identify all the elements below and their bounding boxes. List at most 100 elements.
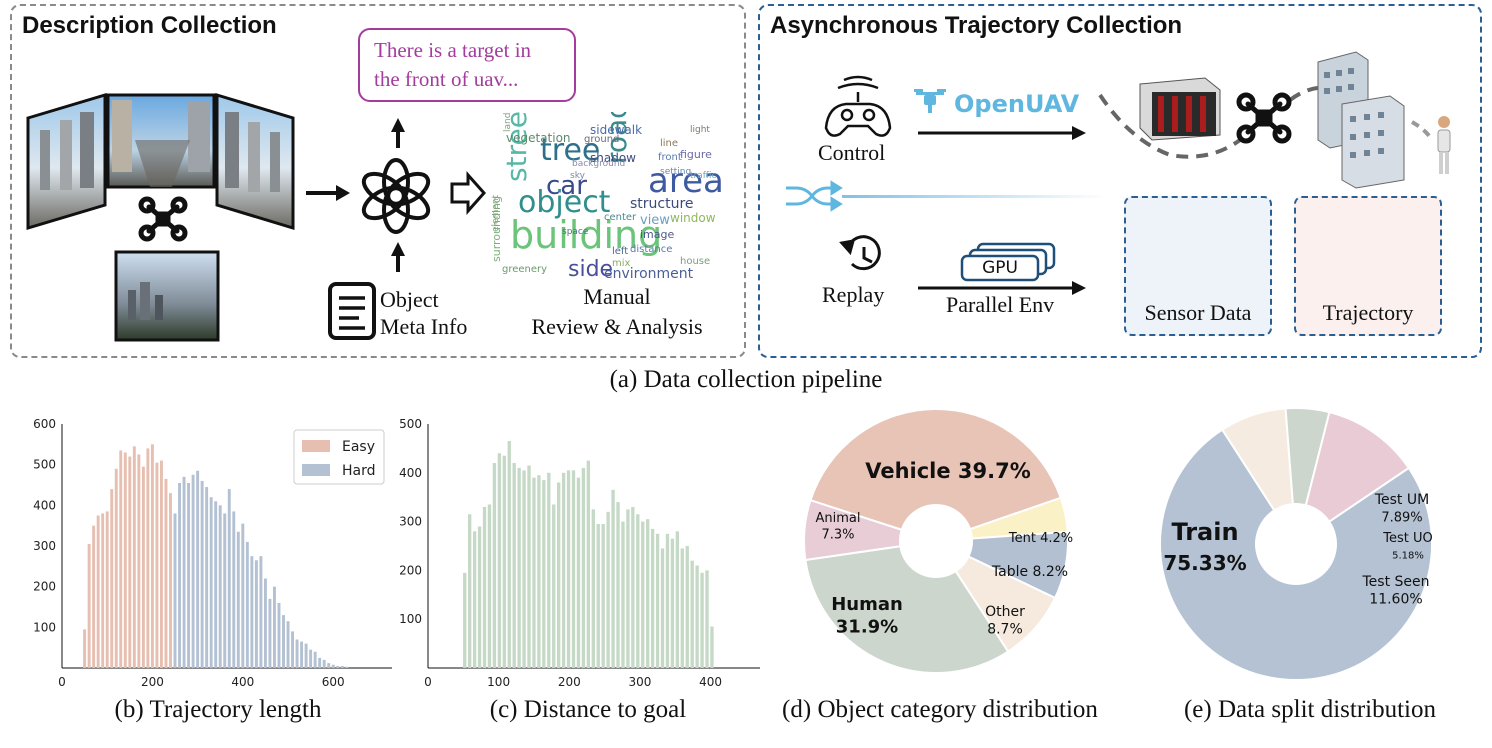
donut-label: Test UO bbox=[1382, 531, 1432, 546]
donut-slice bbox=[1159, 428, 1433, 681]
word-cloud-word: road bbox=[600, 112, 633, 164]
x-tick-label: 400 bbox=[231, 675, 254, 689]
histogram-bar bbox=[164, 478, 168, 668]
histogram-bar bbox=[685, 546, 689, 668]
donut-value-label: 11.60% bbox=[1369, 592, 1422, 608]
histogram-bar bbox=[318, 657, 322, 668]
word-cloud-word: traffic bbox=[690, 171, 716, 181]
histogram-bar bbox=[586, 460, 591, 668]
histogram-bar bbox=[336, 665, 340, 668]
replay-icon bbox=[839, 235, 881, 271]
shuffle-icon bbox=[786, 180, 843, 212]
word-cloud-word: view bbox=[640, 213, 670, 228]
histogram-bar bbox=[245, 541, 249, 668]
histogram-bar bbox=[205, 487, 209, 668]
word-cloud-word: object bbox=[518, 185, 611, 220]
histogram-bar bbox=[631, 506, 635, 668]
y-tick-label: 600 bbox=[33, 417, 56, 431]
histogram-bar bbox=[552, 504, 556, 668]
histogram-bar bbox=[611, 489, 615, 668]
histogram-bar bbox=[472, 531, 477, 668]
histogram-bar bbox=[626, 509, 630, 668]
street-view-left-image bbox=[26, 92, 107, 231]
arrow-right-icon bbox=[306, 185, 350, 201]
histogram-bar bbox=[331, 664, 335, 668]
histogram-bar bbox=[309, 649, 313, 668]
histogram-bar bbox=[468, 514, 472, 668]
speech-text-line-2: the front of uav... bbox=[374, 67, 519, 91]
word-cloud-word: image bbox=[640, 228, 674, 241]
word-cloud-word: street bbox=[500, 112, 533, 182]
caption-a: (a) Data collection pipeline bbox=[609, 366, 883, 393]
histogram-bar bbox=[482, 506, 487, 668]
word-cloud-word: surrounding bbox=[490, 196, 503, 262]
gpu-label: GPU bbox=[982, 258, 1018, 278]
donut-value-label: 8.7% bbox=[987, 622, 1023, 638]
histogram-bar bbox=[304, 643, 308, 668]
caption-d: (d) Object category distribution bbox=[782, 696, 1098, 723]
histogram-bar bbox=[690, 560, 694, 668]
x-tick-label: 200 bbox=[141, 675, 164, 689]
histogram-bar bbox=[561, 472, 566, 668]
histogram-bar bbox=[173, 513, 177, 668]
donut-label: Train bbox=[1171, 518, 1238, 546]
donut-slice bbox=[1304, 410, 1411, 524]
street-view-right-image bbox=[215, 92, 295, 231]
caption-e: (e) Data split distribution bbox=[1183, 696, 1437, 723]
histogram-bar bbox=[537, 475, 541, 668]
histogram-bar bbox=[547, 472, 551, 668]
manual-review-label: Manual Review & Analysis bbox=[531, 284, 703, 339]
histogram-bar bbox=[196, 470, 200, 668]
sensor-data-box bbox=[1124, 196, 1272, 336]
histogram-bar bbox=[497, 453, 502, 668]
x-tick-label: 0 bbox=[424, 675, 432, 689]
building-icon bbox=[1098, 51, 1434, 189]
arrow-up-icon bbox=[391, 118, 405, 148]
word-cloud-word: greenery bbox=[502, 264, 547, 275]
histogram-bar bbox=[83, 629, 87, 668]
hollow-arrow-icon bbox=[450, 171, 487, 215]
histogram-bar bbox=[616, 502, 620, 668]
person-icon bbox=[1437, 116, 1451, 174]
word-cloud-word: front bbox=[658, 152, 682, 163]
histogram-bar bbox=[128, 456, 132, 668]
histogram-bar bbox=[477, 526, 482, 668]
histogram-bar bbox=[596, 524, 600, 668]
histogram-bar bbox=[566, 470, 571, 668]
word-cloud-word: sidewalk bbox=[590, 123, 642, 137]
histogram-bar bbox=[340, 665, 344, 668]
caption-c: (c) Distance to goal bbox=[489, 696, 687, 723]
histogram-bar bbox=[463, 572, 467, 668]
control-arrow-icon bbox=[918, 126, 1086, 140]
y-tick-label: 200 bbox=[33, 580, 56, 594]
word-cloud-word: area bbox=[648, 161, 724, 201]
donut-label: Test UM bbox=[1374, 492, 1429, 508]
histogram-bar bbox=[105, 511, 109, 668]
street-view-center-image bbox=[106, 93, 216, 189]
word-cloud-word: element bbox=[491, 194, 501, 232]
dashed-sync-arrow bbox=[842, 195, 1108, 198]
word-cloud-word: left bbox=[612, 246, 628, 257]
word-cloud-word: center bbox=[604, 212, 637, 223]
histogram-bar bbox=[277, 602, 281, 668]
word-cloud-word: structure bbox=[630, 196, 694, 212]
donut-label: Other bbox=[985, 604, 1025, 620]
donut-slice bbox=[803, 498, 904, 562]
histogram-bar bbox=[282, 615, 285, 668]
y-tick-label: 400 bbox=[33, 498, 56, 512]
word-cloud-word: environment bbox=[604, 266, 694, 282]
donut-label: Human bbox=[831, 594, 903, 615]
document-icon bbox=[328, 282, 376, 340]
word-cloud-word: landscape bbox=[503, 112, 513, 132]
street-view-bottom-image bbox=[114, 250, 220, 342]
histogram-bar bbox=[141, 466, 145, 668]
donut-value-label: 75.33% bbox=[1163, 551, 1246, 575]
y-tick-label: 100 bbox=[399, 612, 422, 626]
histogram-bar bbox=[159, 460, 163, 668]
remote-control-icon bbox=[824, 75, 892, 137]
sensor-data-label: Sensor Data bbox=[1144, 300, 1252, 325]
histogram-bar bbox=[101, 513, 105, 668]
histogram-bar bbox=[123, 452, 127, 668]
histogram-bar bbox=[155, 462, 159, 668]
